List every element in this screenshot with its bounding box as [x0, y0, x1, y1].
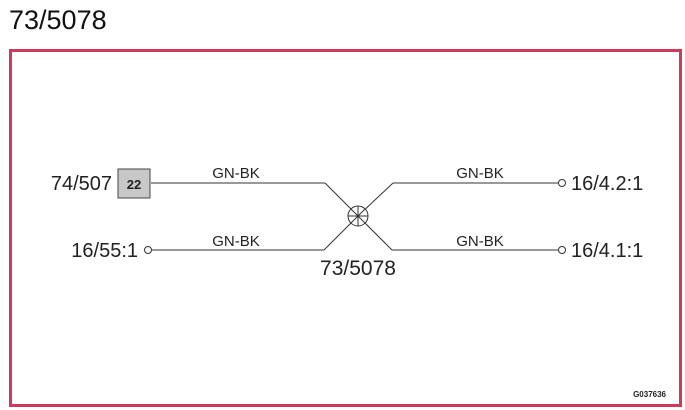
wire-color-left-top: GN-BK [212, 165, 260, 182]
connector-label-left-bottom: 16/55:1 [71, 240, 138, 262]
page-title: 73/5078 [9, 5, 107, 35]
pin-box [117, 168, 151, 199]
drawing-code: G037636 [633, 390, 666, 399]
wire-color-left-bottom: GN-BK [212, 233, 260, 250]
diagram-frame [9, 49, 682, 407]
splice-label: 73/5078 [320, 257, 396, 280]
terminal-right-top-icon [558, 179, 566, 187]
connector-label-left-top: 74/507 [51, 173, 112, 195]
connector-label-right-bottom: 16/4.1:1 [571, 240, 643, 262]
terminal-right-bottom-icon [558, 246, 566, 254]
connector-label-right-top: 16/4.2:1 [571, 173, 643, 195]
splice-symbol-icon [347, 205, 369, 227]
terminal-left-bottom-icon [144, 246, 152, 254]
wire-color-right-bottom: GN-BK [456, 233, 504, 250]
wire-color-right-top: GN-BK [456, 165, 504, 182]
pin-number: 22 [127, 177, 141, 192]
